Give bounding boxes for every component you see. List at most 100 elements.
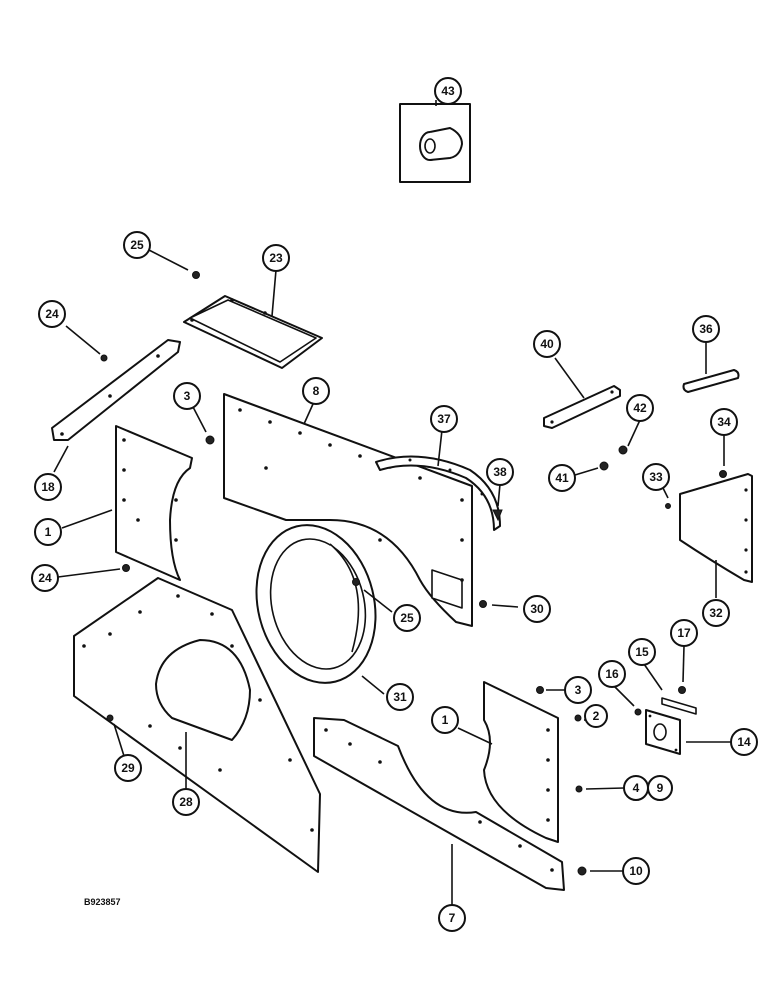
svg-text:4: 4	[633, 781, 640, 795]
callout-41: 41	[548, 464, 576, 492]
callout-28: 28	[172, 788, 200, 816]
svg-text:37: 37	[437, 412, 451, 426]
screw-38	[492, 509, 503, 522]
part-14-small-plate	[645, 709, 681, 755]
callout-24-top: 24	[38, 300, 66, 328]
part-18-angle-brace	[51, 339, 181, 441]
part-1-side-plate-upper	[115, 425, 193, 581]
nut-24-top	[100, 354, 108, 362]
svg-text:25: 25	[130, 238, 144, 252]
screw-29	[106, 714, 114, 722]
svg-text:40: 40	[540, 337, 554, 351]
svg-text:15: 15	[635, 645, 649, 659]
callout-38: 38	[486, 458, 514, 486]
part-8-rear-panel	[223, 393, 473, 627]
svg-text:31: 31	[393, 690, 407, 704]
svg-text:43: 43	[441, 84, 455, 98]
bolt-24-lower	[122, 564, 130, 572]
part-32-right-plate	[679, 473, 753, 583]
callout-23: 23	[262, 244, 290, 272]
callout-16: 16	[598, 660, 626, 688]
svg-text:9: 9	[657, 781, 664, 795]
svg-text:14: 14	[737, 735, 751, 749]
svg-text:34: 34	[717, 415, 731, 429]
screw-4	[575, 785, 583, 793]
callout-42: 42	[626, 394, 654, 422]
svg-text:41: 41	[555, 471, 569, 485]
callout-17: 17	[670, 619, 698, 647]
callout-4: 4	[623, 775, 649, 801]
callouts: 43 25 23 24 18 3 8 37 38 40 36 42 41 34 …	[31, 77, 758, 932]
callout-3-top: 3	[173, 382, 201, 410]
part-1-side-plate-lower	[483, 681, 559, 843]
svg-text:17: 17	[677, 626, 691, 640]
callout-2: 2	[584, 704, 608, 728]
screw-16	[634, 708, 642, 716]
nut-34	[719, 470, 727, 478]
svg-text:24: 24	[38, 571, 52, 585]
hardware	[100, 271, 727, 876]
callout-18: 18	[34, 473, 62, 501]
callout-25-top: 25	[123, 231, 151, 259]
svg-text:30: 30	[530, 602, 544, 616]
callout-7: 7	[438, 904, 466, 932]
nut-25-top	[192, 271, 200, 279]
nut-17	[678, 686, 686, 694]
callout-14: 14	[730, 728, 758, 756]
part-28-front-plate	[73, 577, 321, 873]
callout-10: 10	[622, 857, 650, 885]
part-7-bottom-rail	[313, 717, 565, 891]
screw-33	[665, 503, 671, 509]
svg-text:28: 28	[179, 795, 193, 809]
callout-24-lower: 24	[31, 564, 59, 592]
part-15-strip	[661, 697, 697, 715]
callout-43: 43	[434, 77, 462, 105]
callout-8: 8	[302, 377, 330, 405]
nut-10	[577, 866, 587, 876]
callout-32: 32	[702, 599, 730, 627]
nut-42	[618, 445, 628, 455]
nut-30	[479, 600, 487, 608]
drawing-number: B923857	[84, 897, 121, 907]
part-40-bar	[543, 385, 621, 429]
svg-text:18: 18	[41, 480, 55, 494]
svg-text:7: 7	[449, 911, 456, 925]
part-43-plug-inset	[399, 100, 471, 183]
leader-lines	[53, 248, 731, 906]
svg-text:16: 16	[605, 667, 619, 681]
nut-3-lower	[536, 686, 544, 694]
callout-30: 30	[523, 595, 551, 623]
svg-text:23: 23	[269, 251, 283, 265]
callout-33: 33	[642, 463, 670, 491]
callout-9: 9	[647, 775, 673, 801]
callout-1-upper: 1	[34, 518, 62, 546]
callout-40: 40	[533, 330, 561, 358]
svg-text:38: 38	[493, 465, 507, 479]
svg-text:25: 25	[400, 611, 414, 625]
svg-text:2: 2	[593, 709, 600, 723]
callout-15: 15	[628, 638, 656, 666]
callout-31: 31	[386, 683, 414, 711]
callout-3-lower: 3	[564, 676, 592, 704]
callout-34: 34	[710, 408, 738, 436]
svg-text:36: 36	[699, 322, 713, 336]
svg-text:8: 8	[313, 384, 320, 398]
part-31-ring	[255, 524, 377, 684]
svg-text:24: 24	[45, 307, 59, 321]
part-37-curved-strip	[375, 455, 501, 531]
svg-text:1: 1	[45, 525, 52, 539]
svg-text:33: 33	[649, 470, 663, 484]
bolt-41	[599, 461, 609, 471]
bolt-2	[574, 714, 582, 722]
svg-text:32: 32	[709, 606, 723, 620]
svg-text:29: 29	[121, 761, 135, 775]
callout-36: 36	[692, 315, 720, 343]
nut-3-top	[205, 435, 215, 445]
callout-29: 29	[114, 754, 142, 782]
svg-text:1: 1	[442, 713, 449, 727]
svg-text:42: 42	[633, 401, 647, 415]
nut-25-mid	[352, 578, 360, 586]
part-23-tray	[183, 295, 323, 369]
svg-text:3: 3	[575, 683, 582, 697]
